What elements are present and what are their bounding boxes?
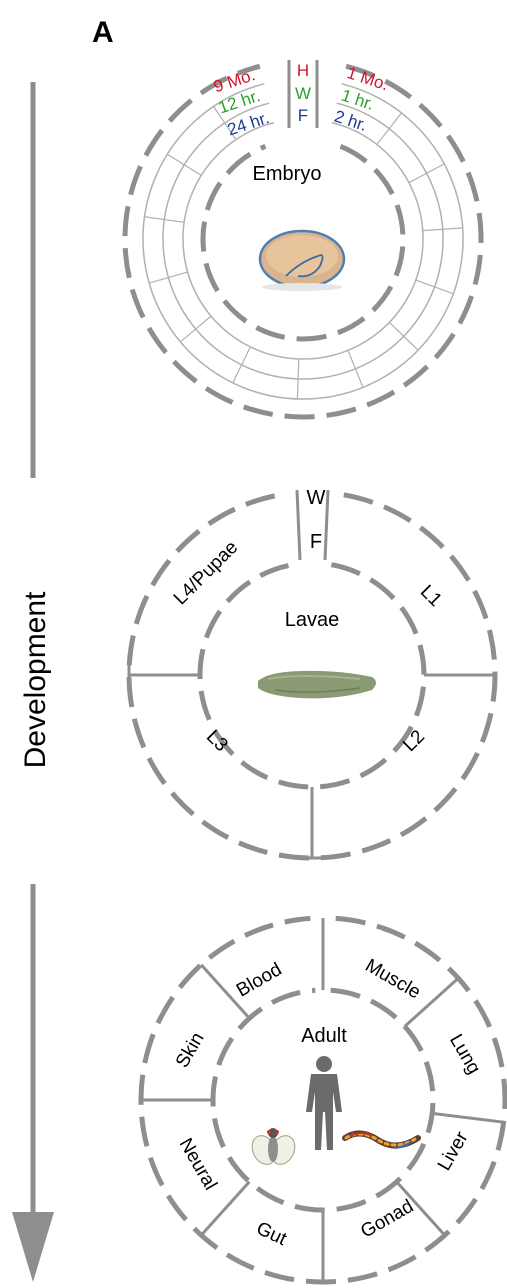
tissue-label-skin: Skin: [172, 1029, 209, 1072]
embryo-tick-5: [347, 350, 364, 388]
adult-diagram: Adult Muscle Lung Liver Gonad Gut Neural…: [138, 915, 507, 1285]
tissue-label-gonad: Gonad: [357, 1196, 417, 1243]
embryo-diagram: Embryo H W F 9 Mo. 1 Mo. 12 hr. 1 hr. 24…: [122, 60, 484, 420]
larvae-rings: [126, 489, 498, 861]
embryo-tick-2: [422, 227, 463, 232]
larva-image: [258, 670, 376, 699]
adult-divider-2: [431, 1111, 504, 1124]
tissue-label-blood: Blood: [233, 959, 286, 1001]
organism-letter-h: H: [297, 61, 309, 80]
larvae-marker-w: W: [307, 487, 326, 509]
embryo-tick-0: [376, 112, 402, 145]
tissue-label-neural: Neural: [175, 1135, 221, 1194]
larvae-title: Lavae: [285, 609, 340, 631]
adult-divider-3: [395, 1180, 446, 1237]
embryo-tick-8: [180, 315, 212, 343]
organism-letter-w: W: [295, 84, 311, 103]
embryo-rings: [122, 60, 484, 420]
embryo-image: [258, 229, 346, 291]
larvae-outer-ring: [126, 492, 498, 861]
embryo-tick-10: [144, 216, 185, 223]
larvae-gap-left: [295, 489, 302, 561]
stage-label-l2: L2: [399, 726, 429, 756]
adult-divider-5: [200, 1180, 251, 1237]
embryo-tick-11: [166, 153, 202, 176]
embryo-tick-3: [415, 279, 454, 295]
larvae-marker-f: F: [310, 531, 322, 553]
embryo-tick-9: [149, 271, 188, 284]
adult-divider-7: [200, 963, 251, 1020]
axis-label: Development: [19, 591, 52, 768]
adult-rings: [138, 915, 507, 1285]
axis-arrowhead: [12, 1212, 54, 1282]
stage-label-l1: L1: [416, 581, 446, 611]
tissue-label-lung: Lung: [445, 1031, 484, 1078]
embryo-tick-7: [232, 346, 251, 384]
organism-letter-f: F: [298, 106, 308, 125]
worm-icon: [342, 1130, 421, 1149]
embryo-inner-ring: [200, 143, 406, 342]
embryo-track-1: [162, 102, 444, 380]
embryo-tick-1: [408, 163, 445, 184]
tissue-label-liver: Liver: [434, 1128, 473, 1175]
larvae-gap-right: [323, 489, 330, 561]
embryo-outer-ring: [122, 63, 484, 420]
tissue-label-gut: Gut: [253, 1218, 290, 1250]
embryo-tick-6: [296, 358, 300, 399]
fly-icon: [251, 1128, 296, 1165]
panel-label: A: [92, 16, 114, 49]
adult-title: Adult: [301, 1025, 347, 1047]
tissue-label-muscle: Muscle: [361, 955, 424, 1003]
adult-divider-1: [403, 977, 460, 1028]
human-icon: [306, 1056, 342, 1150]
embryo-tick-4: [388, 321, 419, 351]
embryo-track-2: [182, 121, 424, 360]
embryo-track-0: [142, 83, 464, 400]
larvae-diagram: Lavae W F L1 L2 L3 L4/Pupae: [126, 487, 498, 861]
embryo-header-letters: H W F: [295, 61, 311, 125]
embryo-title: Embryo: [253, 163, 322, 185]
development-axis: Development: [12, 82, 54, 1282]
embryo-tick-12: [213, 106, 237, 140]
larvae-inner-ring: [197, 562, 427, 790]
